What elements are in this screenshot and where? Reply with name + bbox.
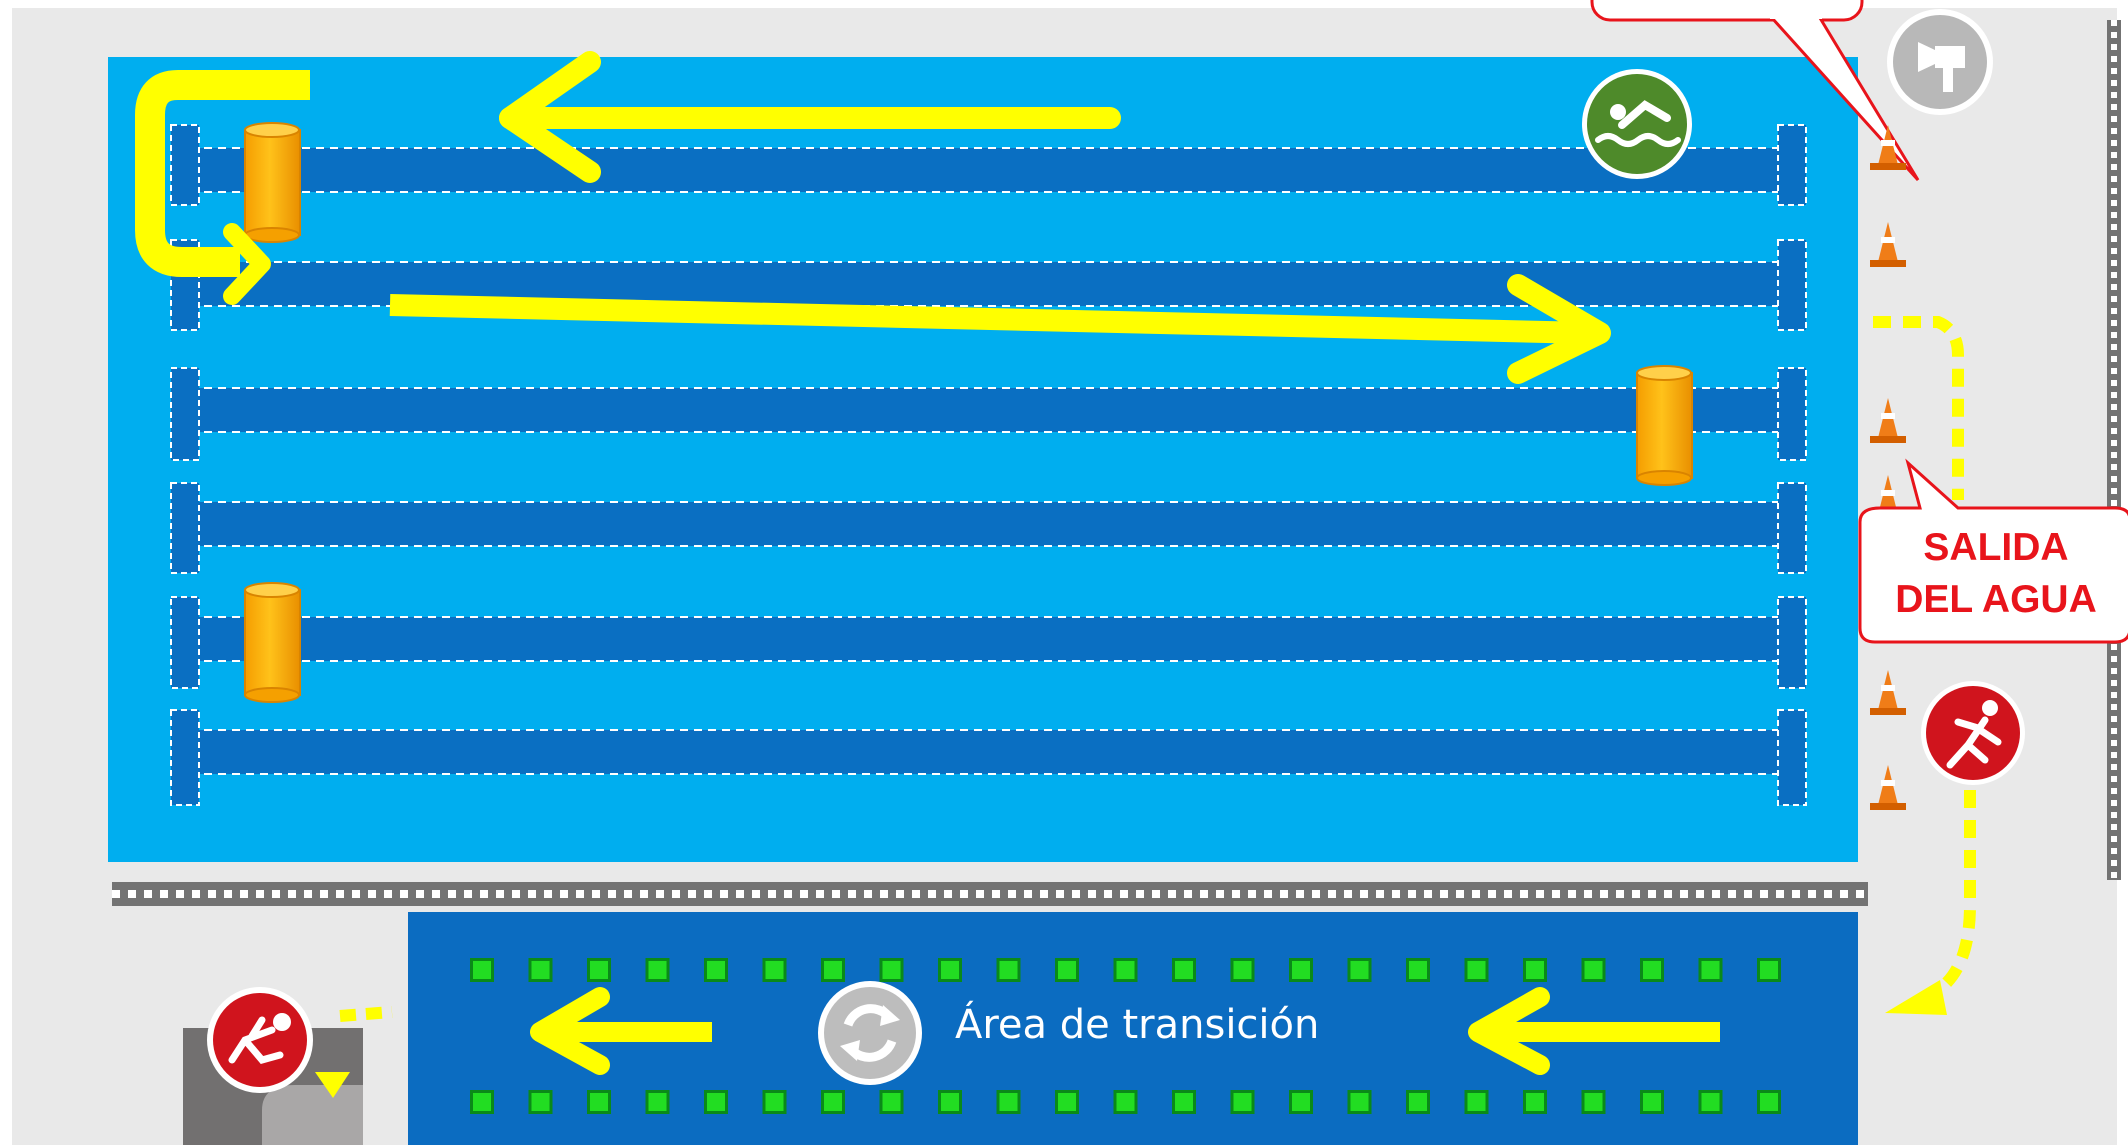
traffic-cone-icon bbox=[1870, 765, 1906, 810]
lane-end-pad bbox=[1777, 367, 1807, 461]
bike-rack-marker-icon bbox=[879, 958, 904, 982]
bike-rack-marker-icon bbox=[1406, 1090, 1430, 1114]
bike-rack-marker-icon bbox=[1055, 1090, 1079, 1114]
bike-rack-marker-icon bbox=[1757, 1090, 1781, 1114]
traffic-cone-icon bbox=[1870, 398, 1906, 443]
lane-end-pads bbox=[170, 124, 1807, 806]
exit-route-upper bbox=[1873, 316, 1964, 500]
bike-rack-marker-icon bbox=[1640, 958, 1664, 982]
bike-rack-marker-icon bbox=[938, 1090, 962, 1114]
lane-end-pad bbox=[170, 596, 200, 689]
bike-rack-marker-icon bbox=[1172, 958, 1196, 982]
bike-rack-marker-icon bbox=[1347, 958, 1372, 982]
water-exit-label: SALIDA DEL AGUA bbox=[1862, 522, 2128, 626]
lane-end-pad bbox=[170, 367, 200, 461]
lane-end-pad bbox=[1777, 596, 1807, 689]
bike-rack-marker-icon bbox=[645, 1090, 670, 1114]
bike-rack-marker-icon bbox=[704, 1090, 728, 1114]
bike-rack-marker-icon bbox=[1464, 958, 1489, 982]
cylinder-buoy-icon bbox=[244, 582, 301, 703]
bike-rack-marker-icon bbox=[762, 1090, 787, 1114]
bike-rack-marker-icon bbox=[1289, 958, 1313, 982]
transition-arrows bbox=[530, 987, 1720, 1075]
bike-rack-marker-icon bbox=[1698, 1090, 1723, 1114]
runner-icon bbox=[1921, 681, 2025, 785]
bike-rack-marker-icon bbox=[1172, 1090, 1196, 1114]
camera-icon bbox=[1887, 9, 1993, 115]
bike-rack-marker-icon bbox=[1523, 958, 1547, 982]
starting-runner-icon bbox=[207, 987, 313, 1093]
bike-rack-marker-icon bbox=[938, 958, 962, 982]
lane-end-pad bbox=[1777, 709, 1807, 806]
bike-rack-marker-icon bbox=[587, 958, 611, 982]
bike-rack-marker-icon bbox=[1406, 958, 1430, 982]
swim-arrow-right-head bbox=[1507, 274, 1611, 384]
traffic-cone-icon bbox=[1870, 222, 1906, 267]
bike-rack-marker-icon bbox=[1464, 1090, 1489, 1114]
water-exit-line1: SALIDA bbox=[1923, 526, 2069, 569]
swim-lane bbox=[190, 501, 1780, 547]
swim-lane bbox=[190, 616, 1780, 662]
traffic-cone-icon bbox=[1870, 125, 1906, 170]
bike-rack-marker-icon bbox=[704, 958, 728, 982]
water-exit-line2: DEL AGUA bbox=[1895, 578, 2097, 621]
cylinder-buoy-icon bbox=[244, 122, 301, 243]
bike-rack-marker-icon bbox=[762, 958, 787, 982]
bike-rack-marker-icon bbox=[528, 1090, 553, 1114]
swim-arrow-left-head bbox=[499, 51, 601, 183]
swimmer-icon bbox=[1582, 69, 1692, 179]
lane-end-pad bbox=[170, 124, 200, 206]
top-callout bbox=[1590, 0, 1920, 182]
buoys bbox=[244, 122, 1693, 703]
bike-rack-marker-icon bbox=[1289, 1090, 1313, 1114]
bike-rack-marker-icon bbox=[587, 1090, 611, 1114]
swim-lanes bbox=[190, 147, 1780, 775]
transition-area-label: Área de transición bbox=[955, 1002, 1320, 1048]
bike-rack-marker-icon bbox=[821, 1090, 845, 1114]
bike-rack-marker-icon bbox=[1581, 958, 1606, 982]
bike-rack-marker-icon bbox=[1055, 958, 1079, 982]
bike-rack-marker-icon bbox=[821, 958, 845, 982]
lane-end-pad bbox=[170, 482, 200, 574]
bike-rack-marker-icon bbox=[1230, 1090, 1255, 1114]
start-arrowhead bbox=[315, 1072, 350, 1098]
transition-cycle-icon bbox=[818, 981, 922, 1085]
bike-rack-marker-icon bbox=[1640, 1090, 1664, 1114]
bike-rack-marker-icon bbox=[879, 1090, 904, 1114]
bike-rack-marker-icon bbox=[996, 1090, 1021, 1114]
bike-rack-marker-icon bbox=[645, 958, 670, 982]
water-exit-callout bbox=[1858, 458, 2128, 644]
cylinder-buoy-icon bbox=[1636, 365, 1693, 486]
bike-rack-marker-icon bbox=[1581, 1090, 1606, 1114]
u-turn-arrow bbox=[135, 70, 310, 277]
bike-rack-marker-icon bbox=[470, 1090, 494, 1114]
bike-rack-markers bbox=[470, 958, 1781, 1114]
lane-end-pad bbox=[1777, 239, 1807, 331]
lane-end-pad bbox=[1777, 482, 1807, 574]
swim-route-arrows bbox=[135, 51, 1611, 384]
bike-rack-marker-icon bbox=[1523, 1090, 1547, 1114]
lane-end-pad bbox=[1777, 124, 1807, 206]
bike-rack-marker-icon bbox=[1347, 1090, 1372, 1114]
bike-rack-marker-icon bbox=[996, 958, 1021, 982]
swim-lane bbox=[190, 729, 1780, 775]
exit-route-arrowhead bbox=[1885, 980, 1947, 1015]
bike-rack-marker-icon bbox=[1230, 958, 1255, 982]
bike-rack-marker-icon bbox=[1113, 958, 1138, 982]
bike-rack-marker-icon bbox=[1757, 958, 1781, 982]
bike-rack-marker-icon bbox=[1113, 1090, 1138, 1114]
lane-end-pad bbox=[170, 709, 200, 806]
swim-lane bbox=[190, 147, 1780, 193]
u-turn-arrow-head bbox=[223, 223, 271, 305]
swim-lane bbox=[190, 387, 1780, 433]
traffic-cone-icon bbox=[1870, 670, 1906, 715]
bike-rack-marker-icon bbox=[1698, 958, 1723, 982]
bike-rack-marker-icon bbox=[470, 958, 494, 982]
swim-arrow-right bbox=[389, 294, 1591, 344]
bike-rack-marker-icon bbox=[528, 958, 553, 982]
